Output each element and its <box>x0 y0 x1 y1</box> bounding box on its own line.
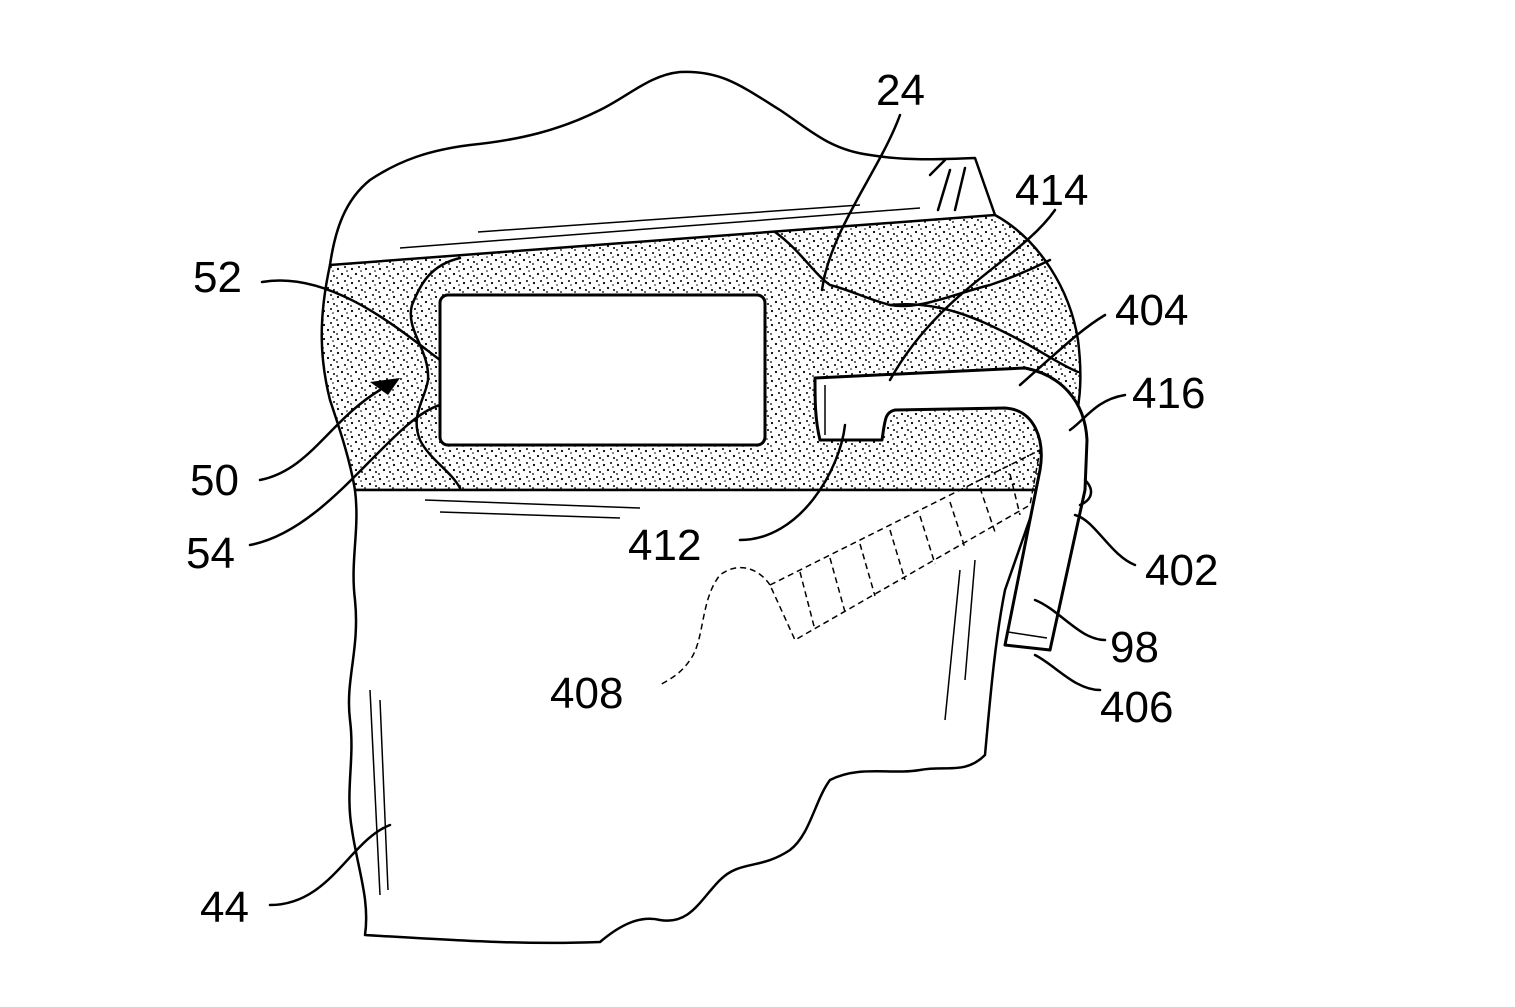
window-opening <box>440 295 765 445</box>
label-404: 404 <box>1115 286 1188 335</box>
label-44: 44 <box>200 883 249 932</box>
label-50: 50 <box>190 456 239 505</box>
label-402: 402 <box>1145 546 1218 595</box>
label-54: 54 <box>186 529 235 578</box>
label-414: 414 <box>1015 166 1088 215</box>
tab-top <box>930 160 965 210</box>
label-416: 416 <box>1132 369 1205 418</box>
label-412: 412 <box>628 521 701 570</box>
label-24: 24 <box>876 66 925 115</box>
label-408: 408 <box>550 669 623 718</box>
label-52: 52 <box>193 253 242 302</box>
label-406: 406 <box>1100 683 1173 732</box>
label-98: 98 <box>1110 623 1159 672</box>
